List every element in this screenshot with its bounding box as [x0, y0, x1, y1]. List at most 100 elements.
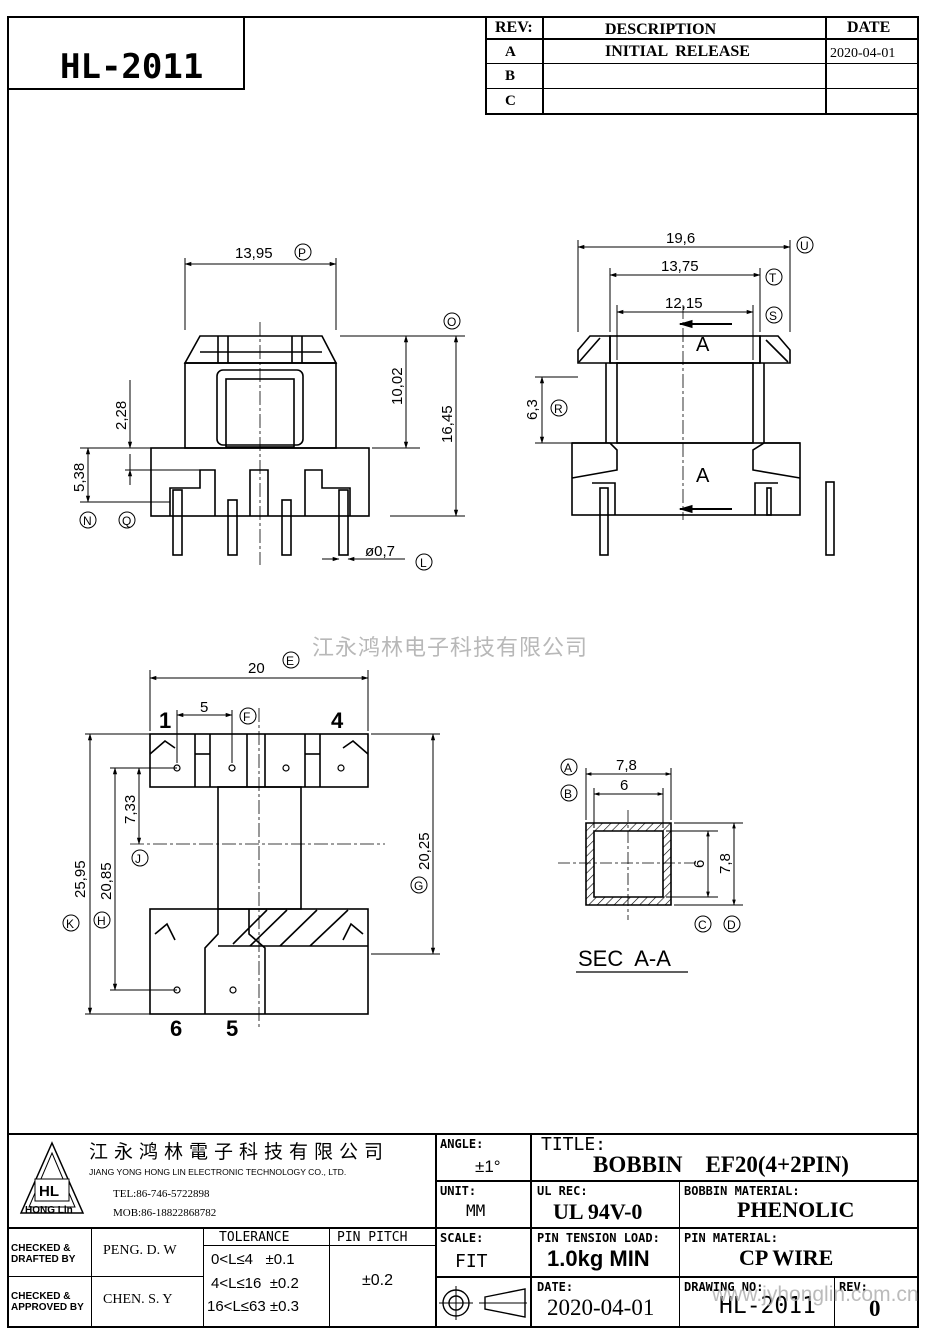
angle-value: ±1°	[475, 1157, 501, 1176]
pin-label-4: 4	[331, 708, 344, 733]
rev-row-a-description: INITIAL RELEASE	[605, 43, 750, 60]
section-mark-a-bottom: A	[696, 465, 710, 487]
rev-row-a-date: 2020-04-01	[830, 46, 896, 61]
dim-section-inner-v: 6	[691, 860, 708, 868]
svg-text:J: J	[135, 852, 141, 866]
dim-front-d1: 2,28	[113, 401, 130, 430]
checked-approved-name: CHEN. S. Y	[103, 1292, 173, 1307]
svg-text:G: G	[414, 879, 423, 893]
dim-bottom-width: 20	[248, 660, 265, 677]
description-header: DESCRIPTION	[605, 21, 717, 38]
dim-section-outer-v: 7,8	[717, 853, 734, 874]
title-block: HL HONG Lin 江永鸿林電子科技有限公司 JIANG YONG HONG…	[7, 1133, 919, 1328]
part-number: HL-2011	[60, 47, 204, 87]
svg-text:K: K	[66, 917, 74, 931]
checked-drafted-name: PENG. D. W	[103, 1243, 177, 1258]
drawing-frame	[7, 16, 919, 1328]
tolerance-row-2: 4<L≤16 ±0.2	[211, 1275, 299, 1292]
angle-label: ANGLE:	[440, 1137, 484, 1151]
date-header: DATE	[847, 19, 891, 36]
title-value: BOBBIN EF20(4+2PIN)	[593, 1152, 849, 1177]
pin-material-label: PIN MATERIAL:	[684, 1231, 778, 1245]
company-name-cn: 江永鸿林電子科技有限公司	[89, 1142, 390, 1163]
rev-row-a: A	[505, 44, 516, 60]
revision-table: REV: DESCRIPTION DATE A INITIAL RELEASE …	[485, 16, 919, 115]
callout-k	[62, 914, 80, 932]
dim-section-inner: 6	[620, 777, 628, 794]
svg-text:C: C	[698, 918, 707, 932]
section-mark-a-top: A	[696, 334, 710, 356]
pin-label-6: 6	[170, 1016, 182, 1041]
front-view: 13,95 P 10,02 16,45 O 2,28 5,38 N Q ø0,7…	[71, 243, 465, 571]
callout-f	[239, 707, 257, 725]
svg-text:F: F	[243, 710, 250, 724]
checked-approved-label: CHECKED & APPROVED BY	[11, 1291, 84, 1313]
company-tel: TEL:86-746-5722898	[113, 1188, 210, 1200]
tolerance-row-3: 16<L≤63 ±0.3	[207, 1298, 299, 1315]
ul-label: UL REC:	[537, 1184, 588, 1198]
dim-bottom-d3: 25,95	[72, 860, 89, 898]
callout-c	[694, 915, 712, 933]
svg-text:HL: HL	[39, 1183, 59, 1200]
scale-label: SCALE:	[440, 1231, 484, 1245]
svg-text:E: E	[286, 654, 294, 668]
checked-drafted-label: CHECKED & DRAFTED BY	[11, 1243, 76, 1265]
unit-value: MM	[466, 1201, 486, 1220]
unit-label: UNIT:	[440, 1184, 477, 1198]
pin-pitch-value: ±0.2	[362, 1272, 394, 1289]
dim-side-w3: 12,15	[665, 295, 703, 312]
dim-front-h1: 10,02	[389, 367, 406, 405]
pin-tension-label: PIN TENSION LOAD:	[537, 1231, 660, 1245]
company-mob: MOB:86-18822868782	[113, 1207, 217, 1219]
section-view: 7,8 A 6 B 6 7,8 C D SEC A-A	[558, 757, 743, 973]
projection-symbol-icon	[439, 1286, 527, 1320]
bottom-view: 20 E 5 F 1 4 6 5 7,33 J 20,85 H 25,95 K …	[62, 651, 440, 1041]
watermark: 江永鸿林电子科技有限公司	[312, 635, 589, 660]
date-value: 2020-04-01	[547, 1295, 655, 1320]
dim-side-w1: 19,6	[666, 230, 695, 247]
callout-a	[560, 758, 578, 776]
dim-front-d2: 5,38	[71, 463, 88, 492]
pin-label-1: 1	[159, 708, 171, 733]
ul-value: UL 94V-0	[553, 1199, 643, 1224]
pin-tension-value: 1.0kg MIN	[547, 1246, 650, 1271]
callout-r	[550, 399, 568, 417]
company-name-en: JIANG YONG HONG LIN ELECTRONIC TECHNOLOG…	[89, 1167, 347, 1177]
part-number-box	[7, 16, 245, 90]
dim-bottom-d4: 20,25	[416, 832, 433, 870]
svg-text:T: T	[769, 271, 777, 285]
rev-label: REV:	[839, 1280, 868, 1294]
dim-bottom-pitch: 5	[200, 699, 208, 716]
callout-p	[294, 243, 312, 261]
callout-o	[443, 312, 461, 330]
svg-text:A: A	[564, 761, 572, 775]
bobbin-material-value: PHENOLIC	[737, 1197, 855, 1222]
svg-text:S: S	[769, 309, 777, 323]
svg-text:P: P	[298, 246, 306, 260]
dim-front-pin: ø0,7	[365, 543, 395, 560]
dim-bottom-d2: 20,85	[98, 862, 115, 900]
rev-row-b: B	[505, 68, 516, 84]
callout-u	[796, 236, 814, 254]
dim-side-h: 6,3	[524, 399, 541, 420]
callout-g	[410, 876, 428, 894]
callout-h	[93, 911, 111, 929]
svg-text:R: R	[554, 402, 563, 416]
section-label: SEC A-A	[578, 946, 671, 971]
svg-text:HONG Lin: HONG Lin	[25, 1205, 73, 1216]
svg-text:O: O	[447, 315, 456, 329]
callout-j	[131, 849, 149, 867]
svg-text:N: N	[83, 514, 92, 528]
pin-material-value: CP WIRE	[739, 1245, 834, 1270]
rev-value: 0	[869, 1296, 881, 1321]
pin-label-5: 5	[226, 1016, 238, 1041]
rev-row-c: C	[505, 93, 516, 109]
svg-text:L: L	[420, 556, 427, 570]
callout-b	[560, 784, 578, 802]
callout-l	[415, 553, 433, 571]
svg-text:H: H	[97, 914, 106, 928]
callout-q	[118, 511, 136, 529]
side-view: 19,6 U 13,75 T 12,15 S 6,3 R A A	[524, 230, 835, 556]
date-label: DATE:	[537, 1280, 574, 1294]
callout-s	[765, 306, 783, 324]
